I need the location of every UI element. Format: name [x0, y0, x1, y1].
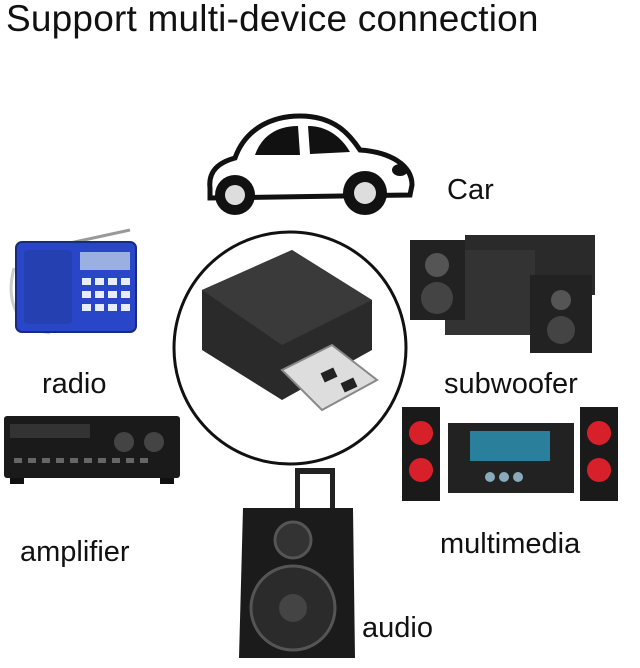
device-label-multimedia: multimedia	[440, 528, 581, 560]
amplifier-icon	[4, 416, 180, 484]
subwoofer-icon	[410, 235, 595, 353]
speaker-icon	[239, 468, 355, 658]
page-title: Support multi-device connection	[6, 0, 539, 39]
multimedia-icon	[402, 407, 618, 501]
device-label-radio: radio	[42, 368, 107, 400]
device-label-amplifier: amplifier	[20, 536, 130, 568]
car-icon	[207, 113, 415, 215]
device-label-subwoofer: subwoofer	[444, 368, 578, 400]
device-label-audio: audio	[362, 612, 433, 644]
usb-bluetooth-adapter-icon	[172, 230, 408, 466]
device-label-car: Car	[447, 174, 494, 206]
radio-icon	[9, 228, 137, 335]
